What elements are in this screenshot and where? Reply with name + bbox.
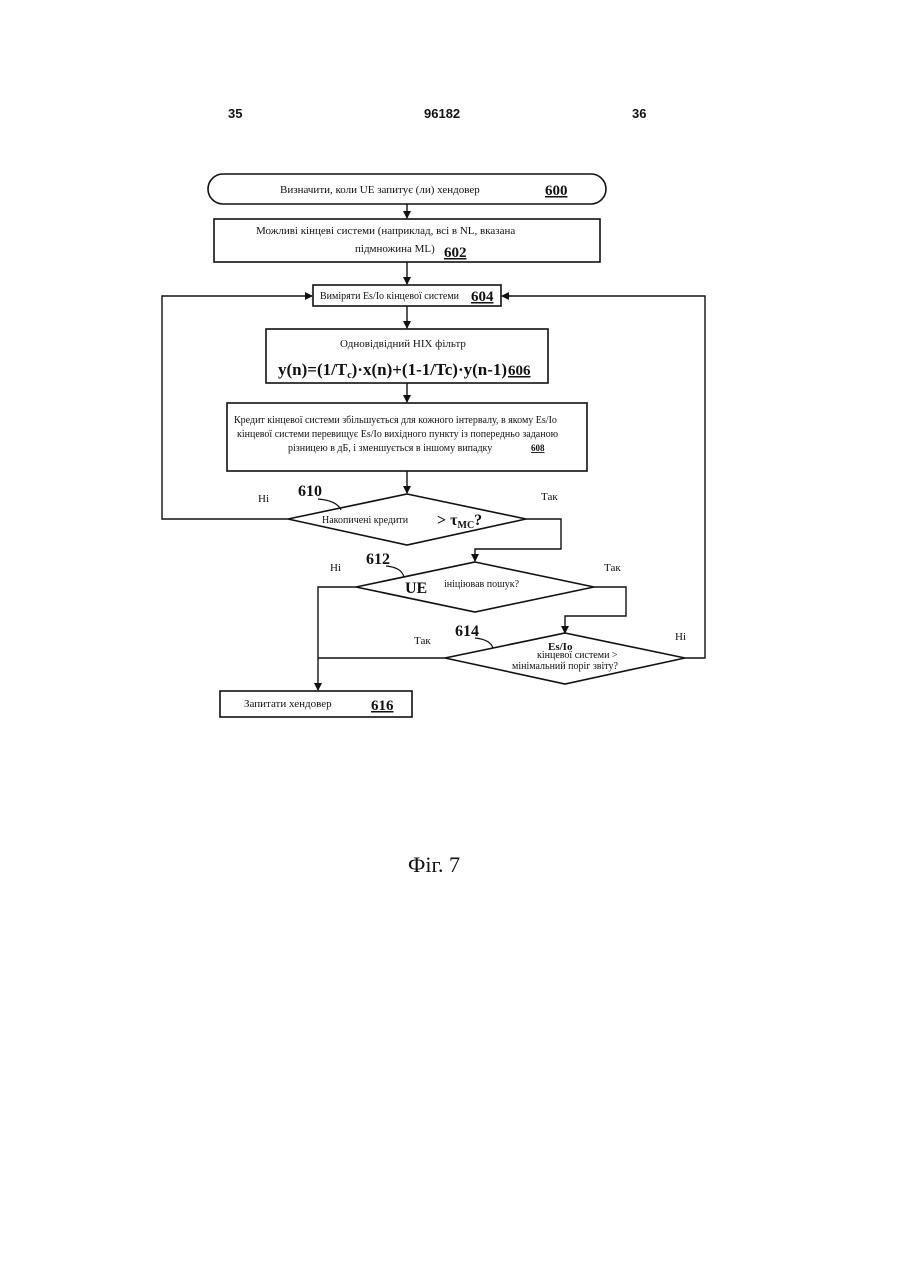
step-608-box: Кредит кінцевої системи збільшується для… xyxy=(227,403,587,471)
step-608-line2: кінцевої системи перевищує Es/Io вихідно… xyxy=(237,429,559,440)
decision-610: Накопичені кредити > τMC? 610 Ні Так xyxy=(258,483,558,545)
step-600-terminal: Визначити, коли UE запитує (ли) хендовер… xyxy=(208,174,606,204)
decision-612-text: ініціював пошук? xyxy=(444,579,520,590)
decision-610-no-label: Ні xyxy=(258,493,269,505)
step-608-line1: Кредит кінцевої системи збільшується для… xyxy=(234,415,557,426)
step-602-line1: Можливі кінцеві системи (наприклад, всі … xyxy=(256,225,515,237)
step-606-ref: 606 xyxy=(508,363,531,379)
step-604-box: Виміряти Es/Io кінцевої системи 604 xyxy=(313,285,501,306)
step-616-box: Запитати хендовер 616 xyxy=(220,691,412,717)
decision-612-yes-label: Так xyxy=(604,562,621,574)
step-604-text: Виміряти Es/Io кінцевої системи xyxy=(320,291,460,302)
step-616-ref: 616 xyxy=(371,698,394,714)
decision-610-text: Накопичені кредити xyxy=(322,515,409,526)
step-616-text: Запитати хендовер xyxy=(244,698,332,710)
decision-614-line2: кінцевої системи > xyxy=(537,650,618,661)
step-600-ref: 600 xyxy=(545,183,568,199)
decision-614-no-label: Ні xyxy=(675,631,686,643)
decision-614: Es/Io кінцевої системи > мінімальний пор… xyxy=(414,623,686,684)
step-602-box: Можливі кінцеві системи (наприклад, всі … xyxy=(214,219,600,262)
step-608-ref: 608 xyxy=(531,443,545,453)
step-606-box: Одновідвідний НІХ фільтр y(n)=(1/Tc)·x(n… xyxy=(266,329,548,383)
step-608-line3: різницею в дБ, і зменшується в іншому ви… xyxy=(288,443,492,454)
decision-614-line3: мінімальний поріг звіту? xyxy=(512,661,619,672)
decision-610-ref: 610 xyxy=(298,483,322,500)
step-602-line2: підмножина ML) xyxy=(355,243,435,255)
step-600-text: Визначити, коли UE запитує (ли) хендовер xyxy=(280,184,480,196)
decision-610-yes-label: Так xyxy=(541,491,558,503)
decision-614-yes-label: Так xyxy=(414,635,431,647)
step-606-formula: y(n)=(1/Tc)·x(n)+(1-1/Tc)·y(n-1) xyxy=(278,360,507,381)
step-602-ref: 602 xyxy=(444,245,467,261)
figure-caption: Фіг. 7 xyxy=(408,852,460,878)
decision-612-no-label: Ні xyxy=(330,562,341,574)
decision-612-ue: UE xyxy=(405,580,427,597)
decision-610-compare: > τMC? xyxy=(437,512,482,531)
step-606-title: Одновідвідний НІХ фільтр xyxy=(340,338,466,350)
step-604-ref: 604 xyxy=(471,289,494,305)
